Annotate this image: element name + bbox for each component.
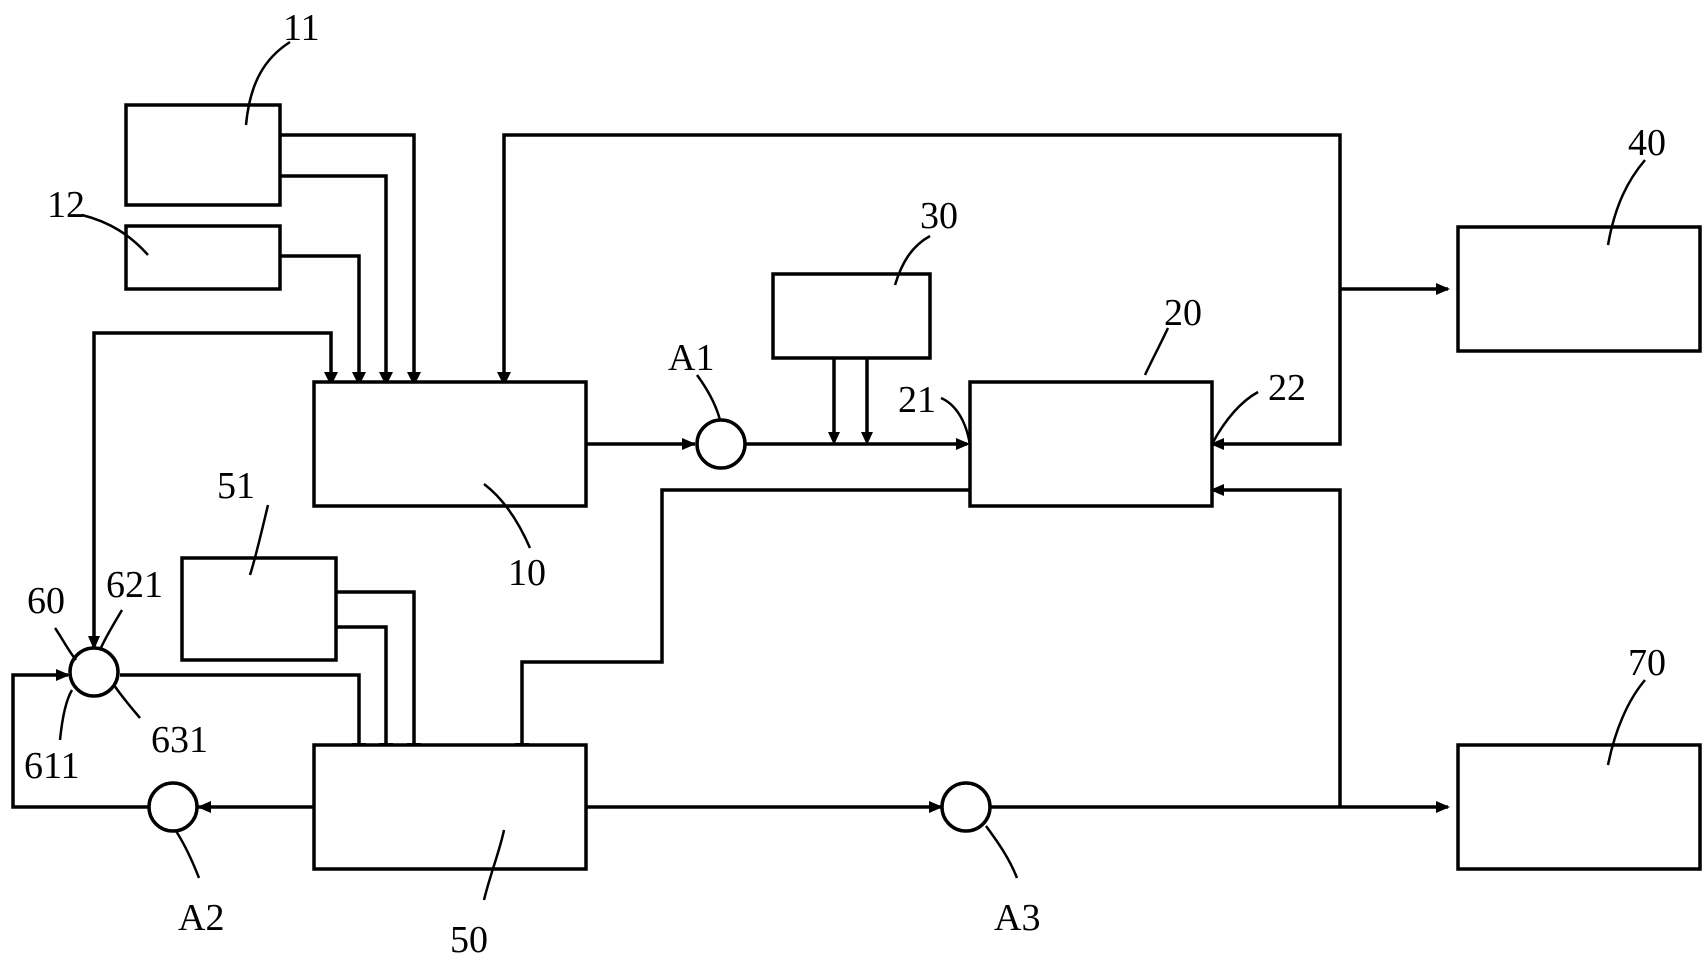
arrow-into-10-d [407,372,421,386]
label-611: 611 [24,745,80,787]
leader-a1 [695,374,722,421]
arrow-into-a1 [682,438,696,450]
arrowheads [56,283,1450,813]
arrow-30-a [828,432,840,445]
leader-lines [53,40,1646,901]
arrow-into-22 [1210,438,1224,450]
leader-12 [81,213,149,256]
junction-60 [68,646,120,698]
leader-11 [244,40,291,126]
arrow-into-10-a [324,372,338,386]
label-a3: A3 [994,897,1040,939]
leader-a3 [984,825,1019,879]
label-60: 60 [27,580,65,622]
leader-a2 [174,830,201,879]
leader-51 [248,504,270,576]
leader-60 [53,627,77,661]
arrow-into-70 [1436,801,1450,813]
label-21: 21 [898,379,936,421]
arrow-into-611 [56,669,70,681]
leader-22 [1210,390,1259,445]
block-10 [312,380,588,508]
block-12 [124,224,282,291]
connection-lines [11,133,1448,809]
label-70: 70 [1628,642,1666,684]
label-50: 50 [450,919,488,961]
block-51 [180,556,338,662]
line-trunk-to-20 [1212,488,1342,807]
valves [68,418,992,833]
leader-30 [893,234,931,286]
leader-70 [1606,679,1646,766]
leader-611 [58,689,74,741]
leader-20 [1143,327,1170,376]
label-12: 12 [47,184,85,226]
leader-40 [1606,159,1646,246]
label-40: 40 [1628,122,1666,164]
line-22-to-10 [502,133,1342,446]
arrow-into-20-bottom [1210,484,1224,496]
line-51-to-50-a [336,590,416,743]
label-20: 20 [1164,292,1202,334]
label-22: 22 [1268,367,1306,409]
blocks [124,103,1702,871]
reference-labels: 11 12 10 30 20 40 21 22 51 50 70 A1 A2 A… [24,7,1666,961]
line-60-to-50 [120,673,361,743]
line-60-to-10 [92,331,333,647]
block-20 [968,380,1214,508]
label-10: 10 [508,552,546,594]
block-30 [771,272,932,360]
valve-a3 [940,781,992,833]
arrow-into-40 [1436,283,1450,295]
block-50 [312,743,588,871]
label-a2: A2 [178,897,224,939]
block-70 [1456,743,1702,871]
label-51: 51 [217,465,255,507]
arrow-into-621 [88,636,100,650]
label-621: 621 [106,564,163,606]
arrow-30-b [861,432,873,445]
leader-631 [112,684,141,719]
line-11-to-10-b [280,174,388,372]
line-11-to-10-a [280,133,416,372]
arrow-into-10-b [352,372,366,386]
arrow-into-a2 [197,801,211,813]
leader-10 [483,483,532,549]
leader-621 [98,609,124,651]
line-12-to-10 [280,254,361,372]
line-a2-to-60 [11,673,148,809]
arrow-into-10-c [379,372,393,386]
valve-a1 [695,418,747,470]
valve-a2 [147,781,199,833]
leader-50 [482,829,506,901]
block-40 [1456,225,1702,353]
line-20-to-50 [520,488,970,743]
arrow-into-21 [956,438,970,450]
label-30: 30 [920,195,958,237]
line-51-to-50-b [336,625,388,743]
leader-21 [940,396,972,446]
label-11: 11 [283,7,320,49]
arrow-into-a3 [929,801,943,813]
arrow-into-10-e [497,372,511,386]
block-11 [124,103,282,207]
label-631: 631 [151,719,208,761]
label-a1: A1 [668,337,714,379]
